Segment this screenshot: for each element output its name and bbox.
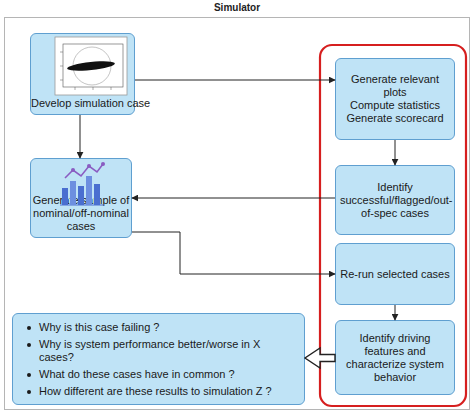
- bullet-row: How different are these results to simul…: [23, 385, 298, 398]
- process-box: Identify successful/flagged/out-of-spec …: [335, 165, 455, 235]
- flow-arrow: [135, 80, 335, 81]
- node-text: Generate relevant plots: [340, 73, 450, 99]
- bar-chart-icon: [60, 162, 105, 205]
- node-text: Identify successful/flagged/out-of-spec …: [340, 181, 450, 220]
- process-box: Generate relevant plotsCompute statistic…: [335, 58, 455, 140]
- bullet-dot: [27, 373, 31, 377]
- process-box: Re-run selected cases: [335, 243, 455, 305]
- flow-arrow: [132, 232, 335, 274]
- node-text: Why is this case failing ?: [39, 321, 159, 334]
- group-outline: [320, 45, 466, 406]
- process-box: Identify driving features and characteri…: [335, 320, 455, 395]
- flow-arrow: [395, 305, 396, 320]
- flow-arrow: [80, 115, 81, 158]
- bullet-dot: [27, 326, 31, 330]
- process-box: Generate sample of nominal/off-nominal c…: [30, 158, 132, 238]
- node-text: What do these cases have in common ?: [39, 368, 235, 381]
- bullet-row: Why is system performance better/worse i…: [23, 338, 298, 364]
- node-text: Compute statistics: [340, 99, 450, 112]
- bullet-dot: [27, 343, 31, 347]
- plot-thumbnail: [55, 37, 127, 95]
- question-box: Why is this case failing ? Why is system …: [12, 313, 305, 405]
- node-text: Re-run selected cases: [340, 268, 450, 281]
- process-box: Develop simulation case: [30, 33, 135, 115]
- node-text: Generate scorecard: [340, 112, 450, 125]
- flow-arrow: [395, 140, 396, 165]
- node-text: Generate sample of nominal/off-nominal c…: [32, 194, 130, 233]
- flow-arrow: [132, 198, 335, 199]
- window-frame: [5, 18, 470, 410]
- node-text: Identify driving features and characteri…: [340, 332, 450, 384]
- node-text: Develop simulation case: [31, 97, 134, 110]
- bullet-dot: [27, 390, 31, 394]
- hollow-arrow: [305, 348, 335, 368]
- node-text: Why is system performance better/worse i…: [39, 338, 298, 364]
- diagram-title: Simulator: [0, 2, 474, 14]
- bullet-row: What do these cases have in common ?: [23, 368, 298, 381]
- node-text: How different are these results to simul…: [39, 385, 272, 398]
- bullet-row: Why is this case failing ?: [23, 321, 298, 334]
